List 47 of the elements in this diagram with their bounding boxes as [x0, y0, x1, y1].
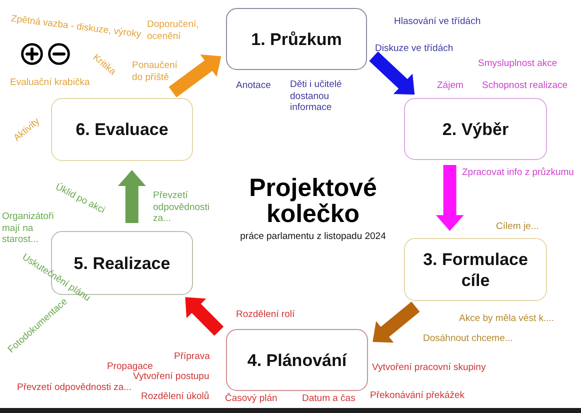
block-arrow — [168, 54, 222, 98]
step-title: 1. Průzkum — [250, 28, 343, 50]
note-text: Děti i učitelé dostanou informace — [290, 79, 343, 114]
step-box — [226, 8, 367, 70]
step-title: 3. Formulace cíle — [422, 248, 529, 290]
block-arrow — [369, 52, 415, 95]
step-box — [226, 329, 368, 391]
note-text: Datum a čas — [302, 393, 356, 404]
step-box — [51, 98, 193, 161]
note-text: Vytvoření postupu — [133, 371, 210, 382]
diagram-title: Projektové kolečko — [248, 175, 378, 227]
note-text: Převzetí odpovědnosti za... — [153, 190, 211, 224]
block-arrow — [185, 297, 224, 336]
step-box — [404, 238, 547, 301]
block-arrow — [372, 302, 420, 343]
block-arrow — [118, 170, 146, 223]
note-text: Zájem — [437, 80, 464, 92]
note-text: Diskuze ve třídách — [375, 43, 454, 54]
step-box — [404, 98, 547, 160]
step-title: 6. Evaluace — [74, 119, 170, 140]
block-arrow — [436, 165, 464, 231]
note-text: Propagace — [107, 361, 153, 372]
note-text: Anotace — [236, 80, 271, 92]
note-text: Překonávání překážek — [370, 390, 465, 402]
note-text: Cílem je... — [496, 221, 539, 232]
step-title: 2. Výběr — [441, 118, 510, 140]
note-text: Doporučení, ocenění — [147, 19, 200, 42]
note-text: Rozdělení rolí — [236, 309, 295, 320]
note-text: Hlasování ve třídách — [394, 16, 481, 28]
step-title: 5. Realizace — [72, 252, 172, 274]
note-text: Zpětná vazba - diskuze, výroky — [10, 13, 142, 41]
note-text: Akce by měla vést k.... — [459, 313, 554, 324]
note-text: Rozdělení úkolů — [141, 391, 210, 402]
step-title: 4. Plánování — [246, 350, 348, 370]
subtitle: práce parlamentu z listopadu 2024 — [240, 231, 386, 242]
note-text: Smysluplnost akce — [478, 58, 558, 70]
note-text: Úklid po akci — [54, 182, 107, 216]
note-text: Příprava — [174, 351, 210, 362]
note-text: Schopnost realizace — [482, 80, 568, 92]
note-text: Časový plán — [225, 393, 278, 404]
note-text: Zpracovat info z průzkumu — [462, 167, 574, 178]
note-text: Ponaučení do příště — [132, 60, 178, 83]
note-text: Evaluační krabička — [10, 77, 90, 88]
note-text: Vytvoření pracovní skupiny — [372, 362, 486, 374]
note-text: Převzetí odpovědnosti za... — [17, 382, 132, 394]
note-text: Dosáhnout chceme... — [423, 333, 513, 344]
note-text: Organizátoři mají na starost... — [2, 211, 55, 246]
